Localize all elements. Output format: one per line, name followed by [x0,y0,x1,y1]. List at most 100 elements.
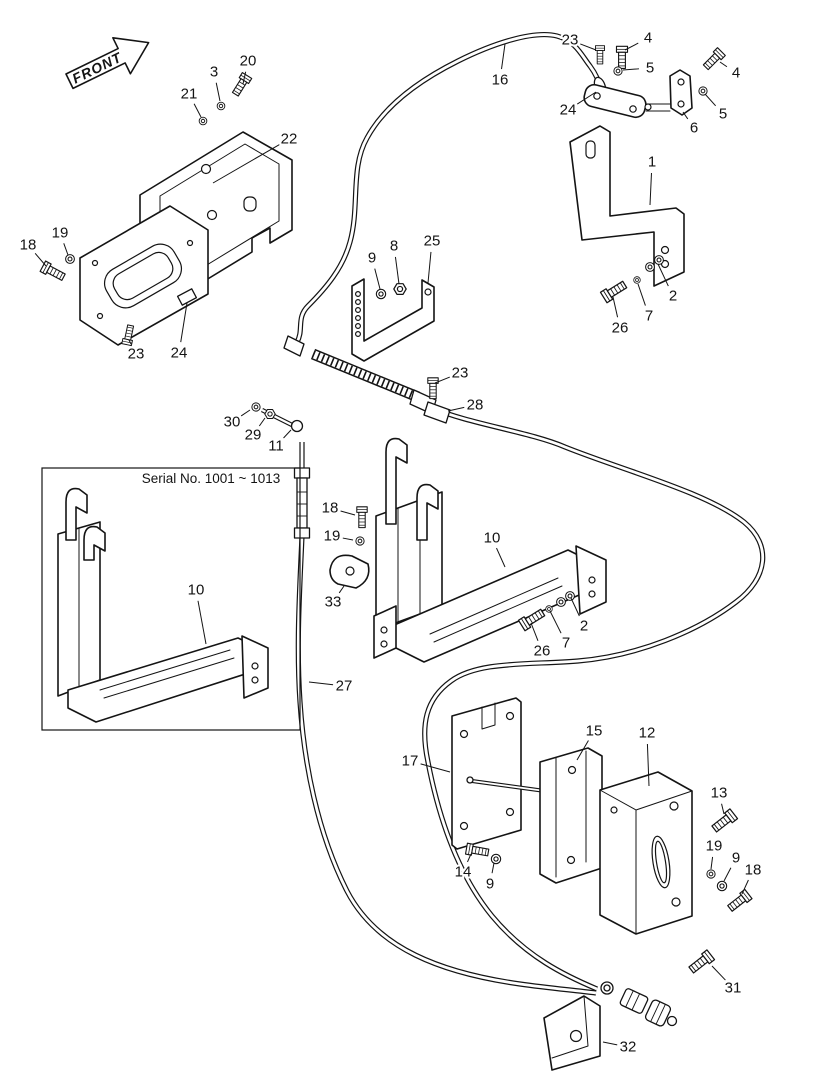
nut-29-icon [264,408,276,420]
serial-note: Serial No. 1001 ~ 1013 [142,471,280,486]
callout-leader-31 [711,965,726,981]
callout-20: 20 [240,53,257,70]
callout-leader-29 [258,417,266,427]
bracket-10 [373,437,607,663]
callout-leader-24 [576,91,597,105]
callout-leader-27 [308,681,334,686]
callout-10: 10 [484,530,501,547]
callout-33: 33 [325,594,342,611]
callout-3: 3 [210,64,218,81]
washer-9-icon [490,853,502,865]
bracket-1 [569,125,685,287]
washer-5-icon [613,66,623,76]
callout-26: 26 [612,320,629,337]
serial-inset: Serial No. 1001 ~ 1013 [41,467,301,731]
callout-7: 7 [562,635,570,652]
cable-clamp-28 [423,401,451,424]
callout-2: 2 [669,288,677,305]
callout-leader-2 [570,597,580,617]
washer-3-icon [216,101,226,111]
callout-28: 28 [467,397,484,414]
callout-7: 7 [645,308,653,325]
callout-leader-30 [240,409,251,417]
lever-plate [583,83,647,119]
callout-leader-20 [242,71,247,85]
callout-25: 25 [424,233,441,250]
callout-leader-9 [491,862,495,874]
callout-19: 19 [706,838,723,855]
callout-leader-9 [374,268,381,290]
callout-27: 27 [336,678,353,695]
callout-10: 10 [188,582,205,599]
callout-31: 31 [725,980,742,997]
cable-end-assembly [600,981,678,1027]
cable-end-fitting [283,335,305,357]
callout-14: 14 [455,864,472,881]
cable-clamp-24 [176,288,198,306]
callout-leader-7 [637,283,646,306]
callout-leader-23 [434,376,450,384]
callout-leader-33 [338,585,345,594]
callout-leader-12 [646,743,650,787]
front-direction-arrow: FRONT [65,36,150,90]
callout-leader-25 [427,251,432,284]
callout-29: 29 [245,427,262,444]
cable-adjuster [293,467,311,539]
callout-5: 5 [719,106,727,123]
callout-leader-21 [193,103,202,118]
callout-24: 24 [171,345,188,362]
callout-4: 4 [732,65,740,82]
bracket-15 [539,747,603,884]
callout-6: 6 [690,120,698,137]
callout-leader-6 [682,111,689,120]
callout-leader-24 [180,302,188,343]
callout-leader-5 [704,93,717,107]
bolt-20-icon [230,72,253,98]
cable-28 [422,405,766,992]
callout-13: 13 [711,785,728,802]
mount-plate [79,205,209,346]
callout-23: 23 [128,346,145,363]
bolt-4-icon [701,47,726,72]
callout-12: 12 [639,725,656,742]
callout-18: 18 [322,500,339,517]
washer-2-icon [565,591,575,601]
callout-8: 8 [390,238,398,255]
callout-9: 9 [732,850,740,867]
callout-21: 21 [181,86,198,103]
callout-leader-10 [496,547,506,568]
ball-stud-11 [290,419,304,433]
bracket-12 [599,771,693,935]
callout-5: 5 [646,60,654,77]
callout-leader-17 [420,763,451,773]
clamp-33 [329,554,370,589]
callout-leader-5 [622,68,640,71]
callout-9: 9 [368,250,376,267]
washer-21-icon [198,116,208,126]
callout-leader-15 [576,740,589,761]
callout-leader-1 [649,172,652,206]
callout-leader-9 [723,867,732,882]
callout-23: 23 [562,32,579,49]
callout-26: 26 [534,643,551,660]
bolt-14-icon [464,842,490,859]
callout-leader-32 [602,1041,618,1046]
washer-5-icon [698,86,708,96]
spring-washer-7-icon [545,605,553,613]
callout-4: 4 [644,30,652,47]
bolt-18-icon [725,888,753,914]
washer-2-icon [645,262,655,272]
bolt-18-icon [356,506,368,529]
callout-leader-18 [340,510,356,516]
callout-leader-19 [342,537,354,541]
callout-leader-16 [501,43,506,70]
bracket-25 [351,278,435,362]
callout-leader-4 [719,61,728,68]
callout-leader-2 [657,263,669,287]
washer-19-icon [706,869,716,879]
throttle-cable-16 [283,32,605,357]
callout-11: 11 [268,438,284,455]
callout-22: 22 [281,131,298,148]
